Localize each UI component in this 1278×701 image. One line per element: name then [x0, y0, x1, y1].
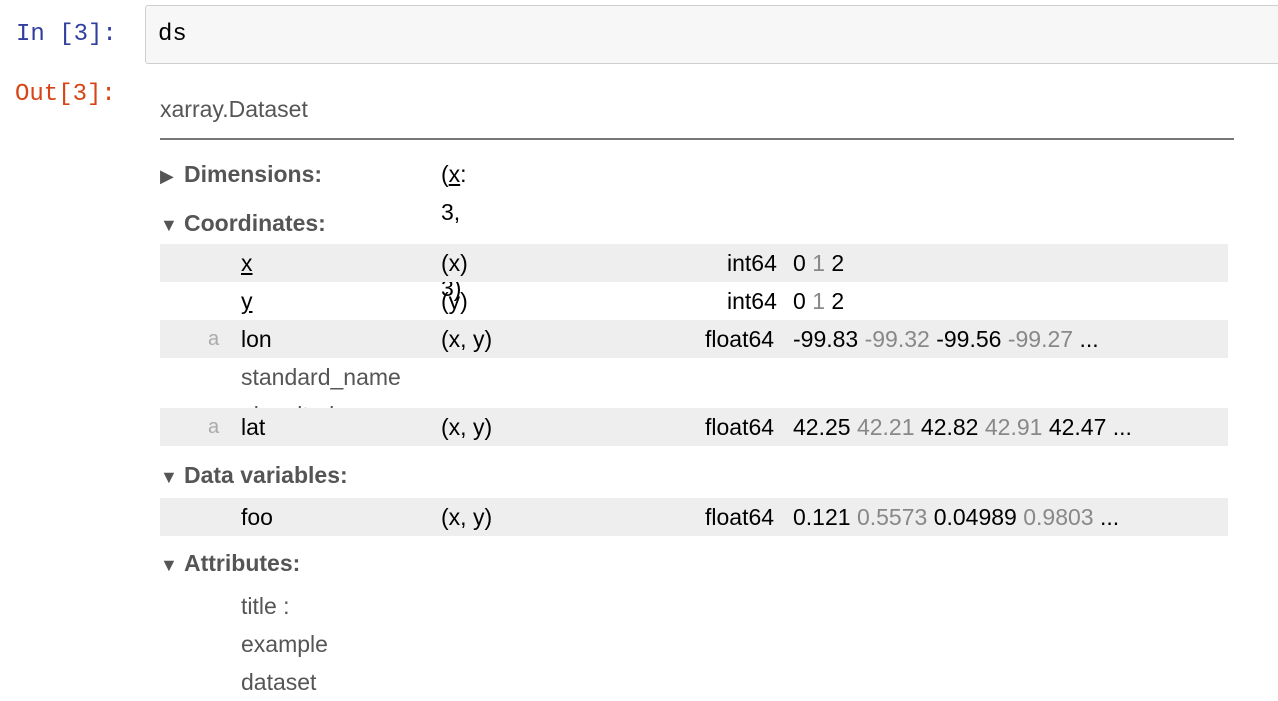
var-dtype: float64: [705, 504, 775, 530]
var-dims: (x, y): [441, 326, 493, 352]
triangle-down-icon: ▼: [160, 215, 178, 235]
code-text[interactable]: ds: [158, 21, 187, 48]
triangle-right-icon: ▶: [160, 166, 174, 186]
data-variables-toggle[interactable]: ▼ Data variables:: [160, 456, 460, 494]
var-dtype: float64: [705, 326, 775, 352]
var-values: 0 1 2: [793, 250, 845, 276]
input-prompt: In [3]:: [16, 21, 117, 48]
dataset-repr: xarray.Dataset ▶ Dimensions: (x: 3, y: 3)…: [160, 88, 1234, 695]
var-values: 42.25 42.21 42.82 42.91 42.47 ...: [793, 414, 1132, 440]
output-prompt: Out[3]:: [15, 81, 116, 108]
dimensions-values: (x: 3, y: 3): [441, 161, 467, 301]
attributes-toggle[interactable]: ▼ Attributes:: [160, 544, 460, 582]
var-name: x: [241, 250, 253, 276]
coord-row-x[interactable]: x (x) int64 0 1 2: [160, 244, 1228, 282]
attributes-title: Attributes:: [184, 550, 301, 576]
dataset-header: xarray.Dataset: [160, 88, 1234, 140]
dim-x: x: [448, 161, 461, 187]
var-values: 0 1 2: [793, 288, 845, 314]
coord-row-lon[interactable]: a lon (x, y) float64 -99.83 -99.32 -99.5…: [160, 320, 1228, 358]
var-name: y: [241, 288, 253, 314]
triangle-down-icon: ▼: [160, 467, 178, 487]
attrs-marker[interactable]: a: [208, 416, 220, 438]
var-dtype: int64: [727, 250, 777, 276]
data-var-row-foo[interactable]: foo (x, y) float64 0.121 0.5573 0.04989 …: [160, 498, 1228, 536]
var-dims: (x, y): [441, 414, 493, 440]
var-dims: (x): [441, 250, 468, 276]
dataset-type-label: xarray.Dataset: [160, 96, 308, 122]
var-dtype: float64: [705, 414, 775, 440]
var-dims: (y): [441, 288, 468, 314]
var-dims: (x, y): [441, 504, 493, 530]
coord-row-y[interactable]: y (y) int64 0 1 2: [160, 282, 1228, 320]
var-name: foo: [241, 504, 273, 530]
var-dtype: int64: [727, 288, 777, 314]
attrs-marker[interactable]: a: [208, 328, 220, 350]
var-name: lat: [241, 414, 266, 440]
coordinates-title: Coordinates:: [184, 210, 326, 236]
code-cell-input[interactable]: ds: [145, 5, 1278, 64]
coord-row-lat[interactable]: a lat (x, y) float64 42.25 42.21 42.82 4…: [160, 408, 1228, 446]
coordinates-toggle[interactable]: ▼ Coordinates:: [160, 204, 460, 242]
lon-attribute: standard_name : longitude: [241, 364, 401, 428]
var-values: -99.83 -99.32 -99.56 -99.27 ...: [793, 326, 1099, 352]
triangle-down-icon: ▼: [160, 555, 178, 575]
var-values: 0.121 0.5573 0.04989 0.9803 ...: [793, 504, 1120, 530]
dimensions-title: Dimensions:: [184, 161, 323, 187]
data-variables-title: Data variables:: [184, 462, 348, 488]
dataset-attribute: title : example dataset: [241, 593, 328, 695]
dimensions-toggle[interactable]: ▶ Dimensions:: [160, 155, 460, 193]
var-name: lon: [241, 326, 272, 352]
